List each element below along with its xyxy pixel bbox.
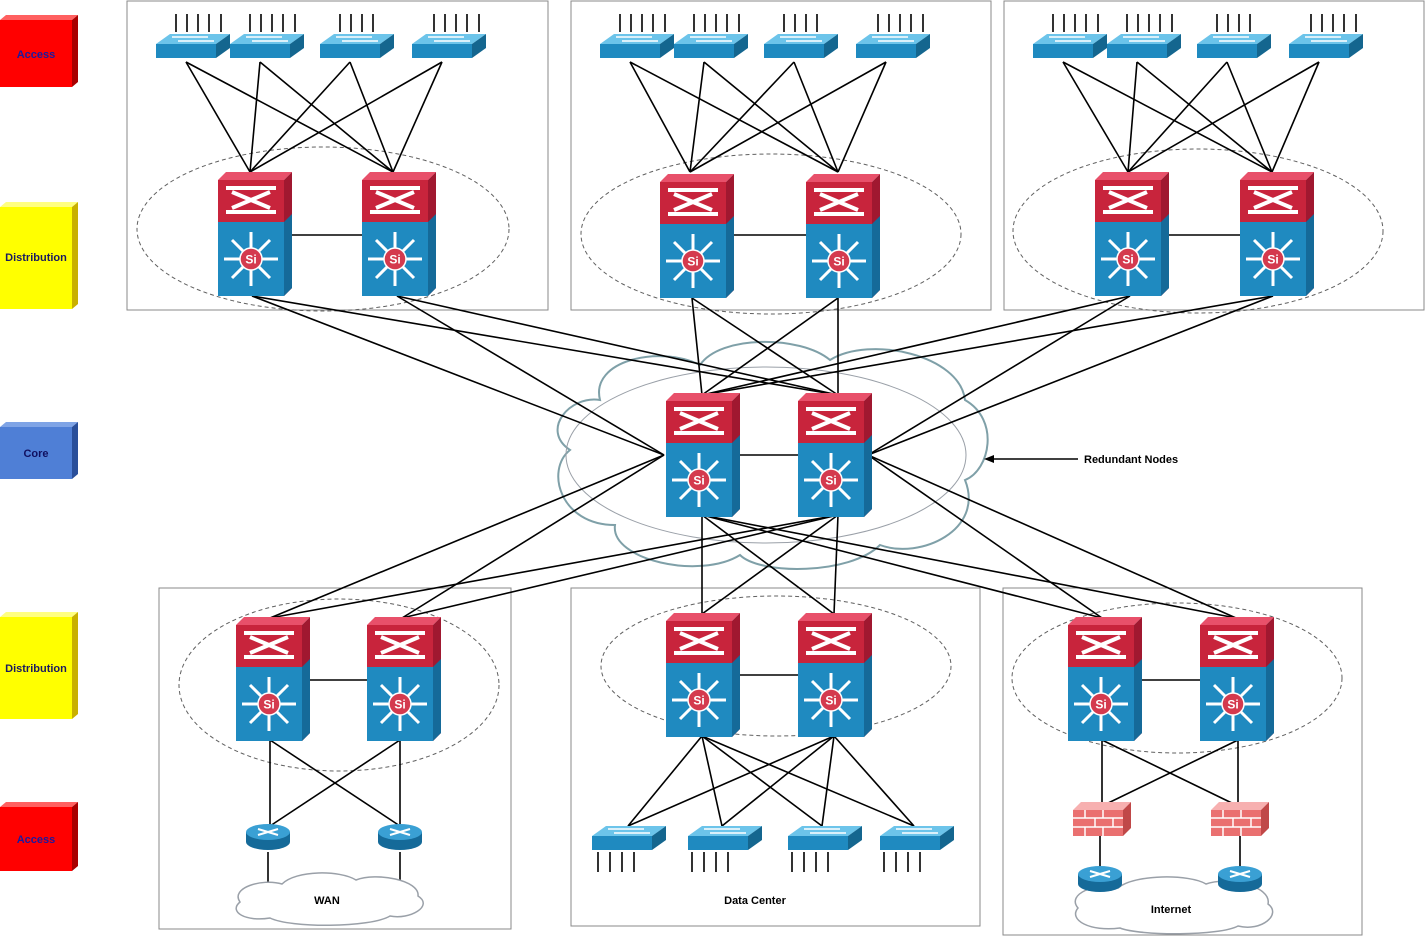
multilayer-switch-icon xyxy=(664,611,742,739)
multilayer-switch-icon xyxy=(365,615,443,743)
multilayer-switch-icon xyxy=(804,172,882,300)
building-top-center xyxy=(570,0,992,311)
workgroup-switch-icon xyxy=(787,825,863,851)
workgroup-switch-icon xyxy=(1196,33,1272,59)
internet-block xyxy=(1002,587,1363,936)
workgroup-switch-icon xyxy=(763,33,839,59)
wan-block xyxy=(158,587,512,930)
workgroup-switch-icon xyxy=(319,33,395,59)
tier-label: Distribution xyxy=(5,252,67,264)
workgroup-switch-icon xyxy=(155,33,231,59)
tier-distribution-top: Distribution xyxy=(0,202,78,309)
router-icon xyxy=(1077,865,1123,893)
multilayer-switch-icon xyxy=(1238,170,1316,298)
multilayer-switch-icon xyxy=(216,170,294,298)
core-multilayer-switch-icon xyxy=(796,391,874,519)
building-top-right xyxy=(1003,0,1425,311)
tier-label: Access xyxy=(17,49,56,61)
workgroup-switch-icon xyxy=(599,33,675,59)
tier-access-bottom: Access xyxy=(0,802,78,871)
access-switches-top xyxy=(155,33,1364,59)
multilayer-switch-icon xyxy=(1198,615,1276,743)
multilayer-switch-icon xyxy=(360,170,438,298)
multilayer-switch-icon xyxy=(1093,170,1171,298)
multilayer-switch-icon xyxy=(658,172,736,300)
workgroup-switch-icon xyxy=(229,33,305,59)
data-center-block xyxy=(570,587,981,927)
connection-lines xyxy=(185,61,1320,908)
tier-label: Distribution xyxy=(5,663,67,675)
workgroup-switch-icon xyxy=(879,825,955,851)
tier-distribution-bottom: Distribution xyxy=(0,612,78,719)
wan-label: WAN xyxy=(314,895,340,907)
router-icon xyxy=(377,823,423,851)
firewall-icon xyxy=(1072,801,1132,837)
multilayer-switch-icon xyxy=(796,611,874,739)
workgroup-switch-icon xyxy=(591,825,667,851)
tier-label: Access xyxy=(17,834,56,846)
data-center-switches xyxy=(591,825,955,851)
tier-legend: Access Distribution Core Distribution Ac… xyxy=(0,15,78,871)
tier-label: Core xyxy=(23,448,48,460)
workgroup-switch-icon xyxy=(1106,33,1182,59)
multilayer-switch-icon xyxy=(234,615,312,743)
distribution-cluster-outlines xyxy=(136,146,1384,772)
router-icon xyxy=(1217,865,1263,893)
firewall-icon xyxy=(1210,801,1270,837)
multilayer-switch-icon xyxy=(1066,615,1144,743)
tier-access-top: Access xyxy=(0,15,78,87)
workgroup-switch-icon xyxy=(673,33,749,59)
data-center-label: Data Center xyxy=(724,895,786,907)
internet-label: Internet xyxy=(1151,904,1192,916)
switch-port-lines xyxy=(175,14,1357,872)
router-icon xyxy=(245,823,291,851)
core-multilayer-switch-icon xyxy=(664,391,742,519)
workgroup-switch-icon xyxy=(855,33,931,59)
workgroup-switch-icon xyxy=(411,33,487,59)
workgroup-switch-icon xyxy=(1288,33,1364,59)
wan-cloud-icon xyxy=(235,872,424,926)
workgroup-switch-icon xyxy=(1032,33,1108,59)
tier-core: Core xyxy=(0,422,78,479)
redundant-nodes-label: Redundant Nodes xyxy=(1084,454,1178,466)
workgroup-switch-icon xyxy=(687,825,763,851)
